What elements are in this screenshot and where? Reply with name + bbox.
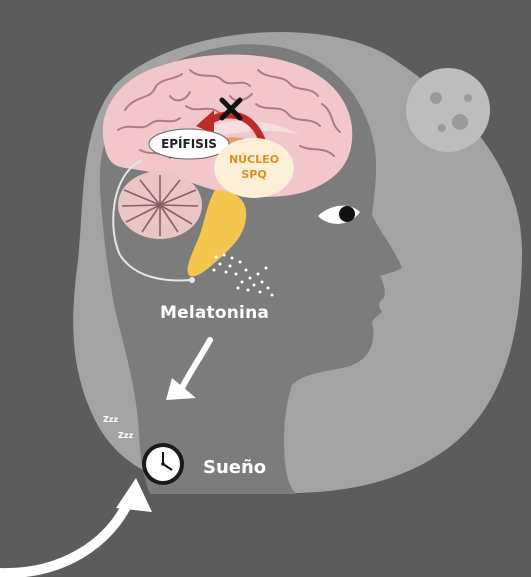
nucleo-label-line1: NÚCLEO bbox=[216, 152, 292, 167]
clock-icon bbox=[142, 443, 184, 485]
zzz-large-label: Zzz bbox=[103, 415, 118, 424]
curved-arrow-icon bbox=[0, 478, 152, 573]
zzz-small-label: Zzz bbox=[118, 431, 133, 440]
nucleo-label-line2: SPQ bbox=[216, 167, 292, 182]
nucleo-spq-label: NÚCLEO SPQ bbox=[216, 152, 292, 182]
sueno-label: Sueño bbox=[203, 457, 266, 478]
melatonina-label: Melatonina bbox=[160, 303, 269, 323]
cerebellum bbox=[118, 171, 202, 239]
moon-icon bbox=[406, 68, 490, 152]
